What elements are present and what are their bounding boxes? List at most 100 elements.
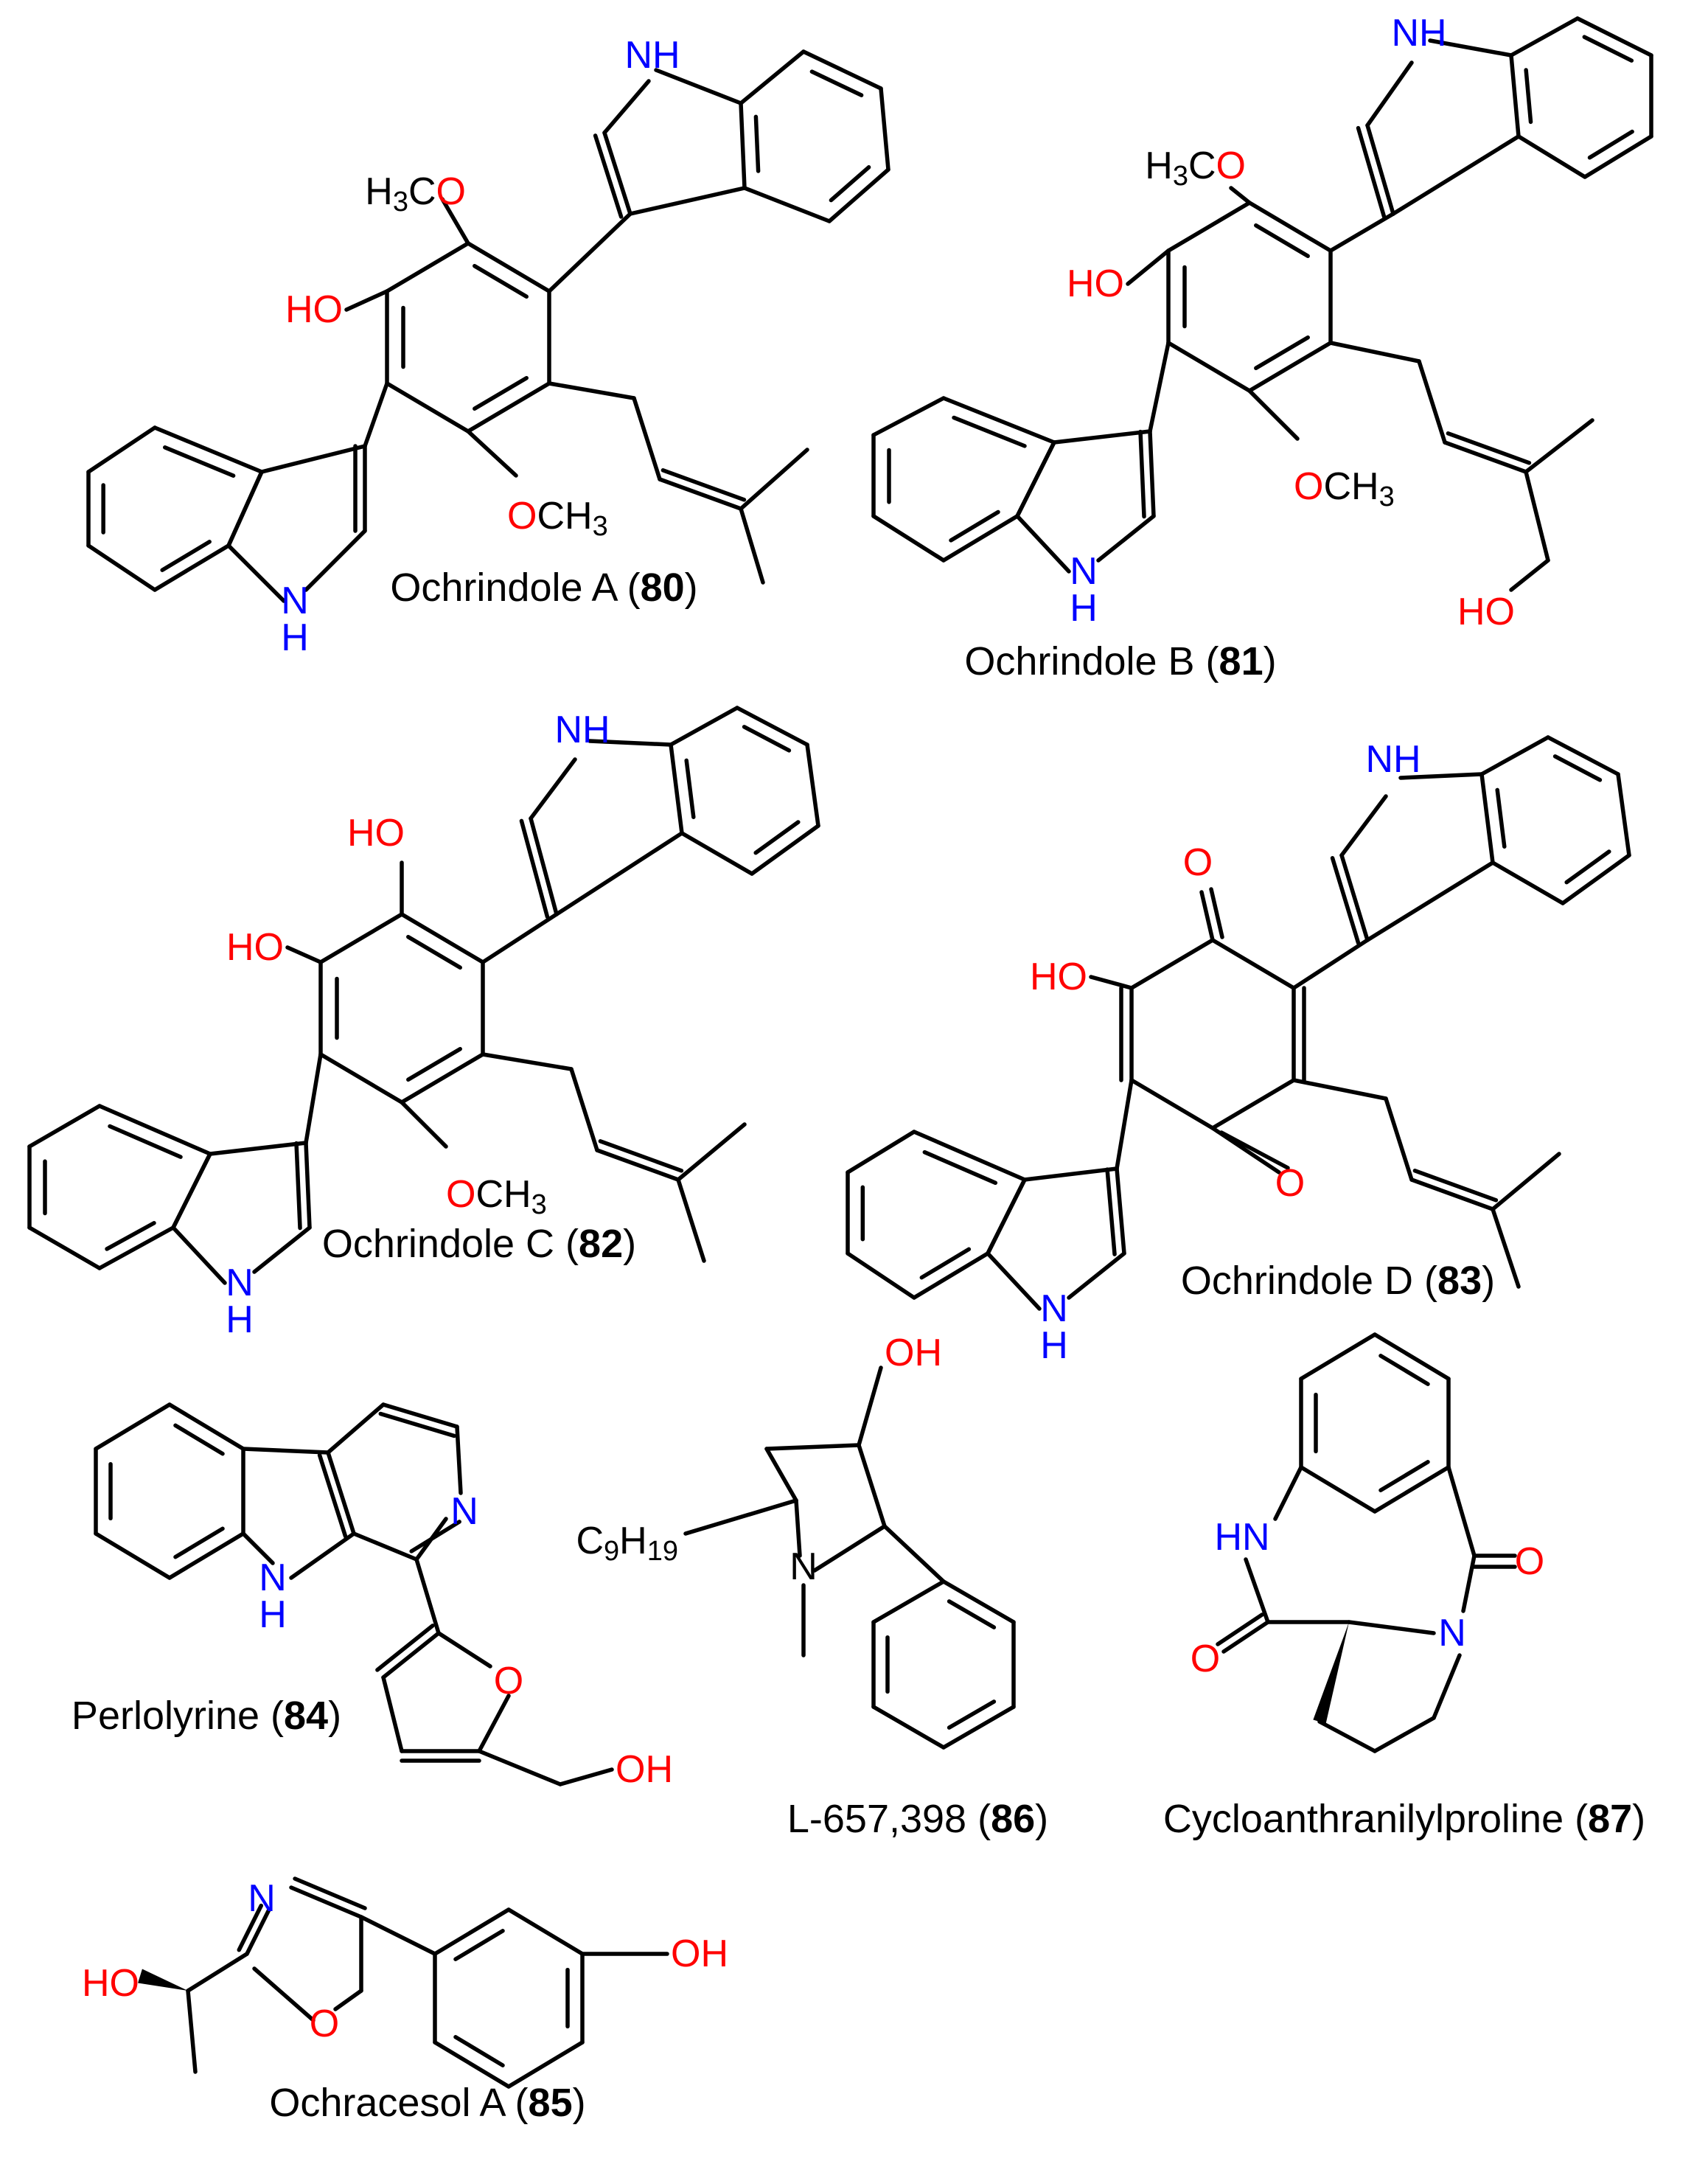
carbonyl-o-label: O <box>1275 1162 1305 1205</box>
double-bond <box>1138 429 1146 519</box>
bond <box>588 739 673 747</box>
h-label: H <box>281 616 309 659</box>
indole-benzene <box>871 396 946 437</box>
double-bond <box>237 1903 264 1952</box>
bond <box>440 197 470 246</box>
hydroxyl-label: HO <box>1067 262 1124 305</box>
double-bond <box>453 1929 505 1961</box>
bond <box>326 1450 356 1536</box>
hydroxyl-label: HO <box>1030 956 1087 998</box>
benzene-ring <box>941 1579 1016 1624</box>
h-label: H <box>259 1593 287 1636</box>
nh-label: NH <box>554 709 610 751</box>
compound-name: Perlolyrine (84) <box>72 1694 341 1738</box>
central-ring <box>400 912 485 964</box>
bond <box>558 1767 614 1786</box>
double-bond <box>173 1423 225 1456</box>
bond <box>794 1498 802 1558</box>
hydroxyl-label: OH <box>671 1932 728 1975</box>
bond <box>1209 887 1224 939</box>
double-bond <box>952 415 1027 448</box>
double-bond <box>108 1124 183 1159</box>
bond <box>654 68 743 105</box>
central-ring <box>318 912 404 964</box>
double-bond <box>1330 856 1361 945</box>
indole-benzene <box>27 1104 102 1149</box>
bond <box>547 212 632 293</box>
carbonyl-o-label: O <box>1183 841 1213 884</box>
bond <box>529 757 577 821</box>
bond <box>1148 429 1156 518</box>
double-bond <box>1254 335 1310 371</box>
double-bond <box>753 820 801 855</box>
bond <box>241 1447 330 1455</box>
double-bond <box>684 758 696 819</box>
double-bond <box>1587 129 1634 160</box>
bond <box>1443 440 1528 474</box>
bond <box>1096 514 1156 563</box>
bond <box>857 1443 887 1528</box>
double-bond <box>598 1139 684 1173</box>
bond <box>252 1966 316 2022</box>
double-bond <box>919 1247 972 1280</box>
indole-benzene <box>739 49 806 105</box>
n-label: N <box>226 1262 254 1304</box>
benzene-ring <box>1299 1332 1377 1381</box>
double-bond <box>378 1411 457 1438</box>
hydroxyl-label: HO <box>1457 591 1515 633</box>
quinone-ring <box>1129 1078 1215 1130</box>
bond <box>658 477 743 511</box>
bond <box>602 79 651 135</box>
hydroxyl-label: HO <box>226 926 284 969</box>
bond-layer <box>27 16 1653 2089</box>
benzene-ring <box>94 1402 172 1451</box>
quinone-ring <box>1210 938 1296 990</box>
double-bond <box>1378 1354 1430 1386</box>
atom-label-layer: NHH3COHOOCH3NHNHH3COHOOCH3HONHNHHOHOOCH3… <box>82 12 1544 2045</box>
compound-number: 86 <box>991 1797 1035 1841</box>
double-bond <box>809 69 864 97</box>
bond <box>554 831 684 916</box>
bond <box>739 507 765 585</box>
benzene-ring <box>941 1705 1016 1750</box>
benzene-ring <box>433 2040 511 2089</box>
indole-benzene <box>846 1130 916 1175</box>
indole-benzene <box>153 425 264 474</box>
bond <box>857 1365 883 1447</box>
bond <box>226 543 286 603</box>
bond <box>455 1424 463 1495</box>
bond <box>1365 60 1414 128</box>
bond <box>1339 853 1370 942</box>
bond <box>1417 359 1447 445</box>
bond <box>1273 1465 1303 1521</box>
bond <box>477 1694 511 1753</box>
indole-benzene <box>153 543 231 592</box>
double-bond <box>1356 125 1387 219</box>
bond <box>1089 975 1134 990</box>
double-bond <box>453 2035 505 2067</box>
bond <box>1317 1719 1377 1753</box>
bond <box>1199 890 1215 942</box>
bond <box>259 444 367 474</box>
benzene-ring <box>871 1705 946 1750</box>
bond <box>1373 1716 1436 1753</box>
bond <box>1015 514 1071 574</box>
carbonyl-o-label: O <box>1515 1540 1544 1583</box>
ring-o-label: O <box>310 2003 339 2045</box>
double-bond <box>1412 1169 1499 1203</box>
double-bond <box>519 818 550 919</box>
indole-benzene <box>805 742 820 828</box>
benzene-ring <box>94 1531 172 1580</box>
double-bond <box>1378 1460 1430 1492</box>
bond <box>1365 123 1395 216</box>
bond <box>1491 1207 1521 1289</box>
bond <box>547 381 636 400</box>
bond <box>1219 1130 1290 1170</box>
bond <box>1328 341 1421 363</box>
compound-number: 87 <box>1588 1797 1632 1841</box>
n-label: N <box>1438 1612 1466 1655</box>
double-bond <box>947 1699 997 1730</box>
double-bond <box>1446 431 1532 465</box>
double-bond <box>406 934 462 970</box>
bond <box>381 1402 459 1429</box>
